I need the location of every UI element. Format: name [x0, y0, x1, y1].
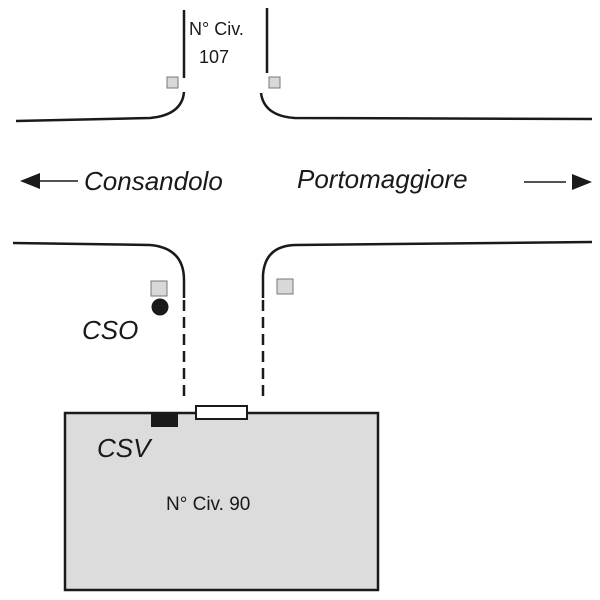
cso-point-icon [151, 298, 169, 316]
direction-left-label: Consandolo [84, 166, 223, 196]
main-road-top-left-edge [15, 91, 186, 123]
gate [195, 405, 248, 420]
marker-square [150, 280, 168, 297]
building-number-label: N° Civ. 90 [166, 494, 250, 515]
direction-right-label: Portomaggiore [297, 164, 468, 194]
marker-square [166, 76, 179, 89]
marker-square [276, 278, 294, 295]
csv-marker-icon [151, 413, 178, 427]
csv-label: CSV [97, 433, 153, 463]
cso-label: CSO [82, 315, 138, 345]
main-road-bottom-right-edge [261, 240, 593, 298]
building [63, 411, 380, 592]
arrow-right-icon [524, 174, 592, 190]
main-road-top-right-edge [259, 92, 593, 121]
main-road-bottom-left-edge [12, 241, 186, 298]
marker-square [268, 76, 281, 89]
arrow-left-icon [20, 173, 78, 189]
top-street-number-line2: 107 [199, 47, 229, 67]
top-street-number-line1: N° Civ. [189, 19, 244, 39]
